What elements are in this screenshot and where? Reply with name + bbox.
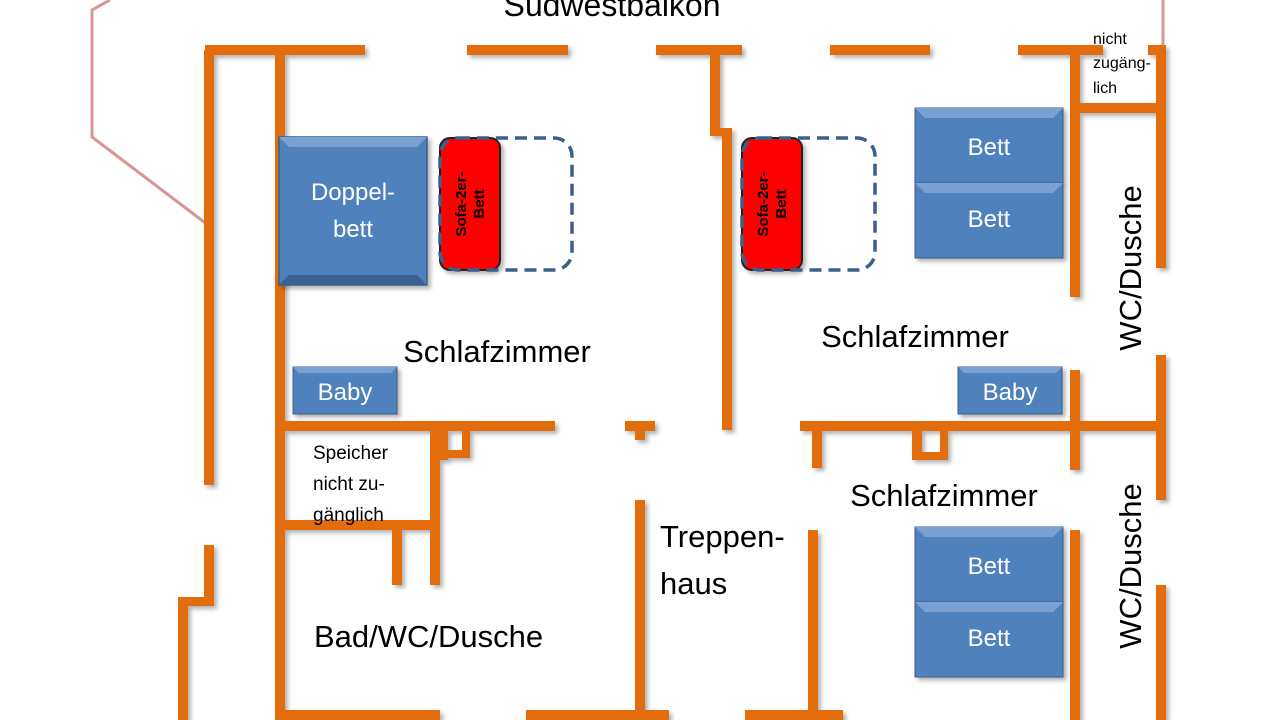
bathroom-label: Bad/WC/Dusche [314,619,543,654]
baby-bed-label: Baby [318,379,373,406]
bed-label: Bett [968,206,1011,233]
walls [178,45,1166,720]
not-accessible-label-3: lich [1093,80,1117,97]
bedroom-right-bottom-label: Schlafzimmer [850,478,1038,513]
bed: Bett [914,107,1064,184]
storage-label-2: nicht zu- [313,474,385,495]
double-bed-label-1: Doppel- [311,179,395,206]
bedroom-left-label: Schlafzimmer [403,334,591,369]
storage-label-1: Speicher [313,443,389,464]
stairwell-label-2: haus [660,566,727,601]
double-bed-label-2: bett [333,216,373,243]
sofa-bed-label-1: Sofa-2er- [755,171,772,236]
bed: Bett [914,526,1064,603]
stairwell-label-1: Treppen- [660,519,785,554]
bed-label: Bett [968,134,1011,161]
double-bed: Doppel- bett [278,136,428,286]
bed-label: Bett [968,553,1011,580]
sofa-bed-label-2: Bett [471,189,488,218]
sofa-bed-left: Sofa-2er- Bett [438,136,574,272]
not-accessible-label-2: zugäng- [1093,55,1151,72]
baby-bed-label: Baby [983,379,1038,406]
baby-bed: Baby [292,366,398,415]
sofa-bed-right: Sofa-2er- Bett [740,136,877,272]
storage-label-3: gänglich [313,505,384,526]
baby-bed: Baby [957,366,1063,415]
bed-label: Bett [968,625,1011,652]
sofa-bed-label-2: Bett [773,189,790,218]
balcony-label: Südwestbalkon [503,0,720,23]
bedroom-right-top-label: Schlafzimmer [821,319,1009,354]
bed: Bett [914,182,1064,259]
wc-bottom-label: WC/Dusche [1113,483,1148,648]
roof-outline [90,0,209,227]
sofa-bed-extended-outline [438,136,574,272]
bed: Bett [914,601,1064,678]
wc-top-label: WC/Dusche [1113,185,1148,350]
sofa-bed-extended-outline [740,136,877,272]
not-accessible-label-1: nicht [1093,31,1127,48]
sofa-bed-label-1: Sofa-2er- [453,171,470,236]
